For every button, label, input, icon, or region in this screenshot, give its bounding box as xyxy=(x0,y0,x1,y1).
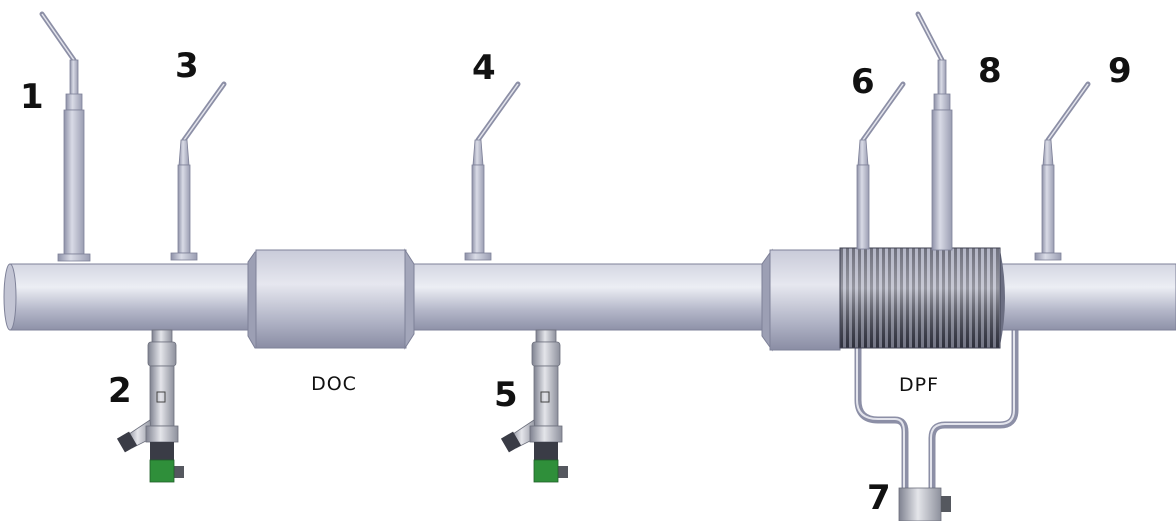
dpf-filter-body xyxy=(839,247,1005,349)
dpf-pressure-lines xyxy=(854,330,1019,492)
sensor-number-5: 5 xyxy=(494,375,518,415)
probe-4 xyxy=(464,81,521,261)
probe-1 xyxy=(39,11,91,262)
pressure-sensor-5 xyxy=(500,329,568,483)
pipe-inlet-end xyxy=(3,263,17,331)
pressure-sensor-2 xyxy=(116,329,184,483)
sensor-number-9: 9 xyxy=(1108,51,1132,91)
sensor-number-2: 2 xyxy=(108,371,132,411)
dpf-label: DPF xyxy=(899,374,939,396)
sensor-number-1: 1 xyxy=(20,77,44,117)
sensor-number-6: 6 xyxy=(851,62,875,102)
probe-3 xyxy=(170,81,227,261)
doc-label: DOC xyxy=(311,373,357,395)
probe-8 xyxy=(915,11,953,251)
sensor-number-7: 7 xyxy=(867,478,891,518)
sensor-number-3: 3 xyxy=(175,46,199,86)
dpf-pressure-lines-highlight xyxy=(856,330,1015,492)
doc-canister xyxy=(247,248,415,350)
sensor-number-4: 4 xyxy=(472,48,496,88)
differential-pressure-sensor-7 xyxy=(898,487,951,521)
dpf-inlet-cone xyxy=(761,248,841,352)
probe-6 xyxy=(856,81,906,250)
probe-9 xyxy=(1034,81,1091,261)
sensor-number-8: 8 xyxy=(978,51,1002,91)
